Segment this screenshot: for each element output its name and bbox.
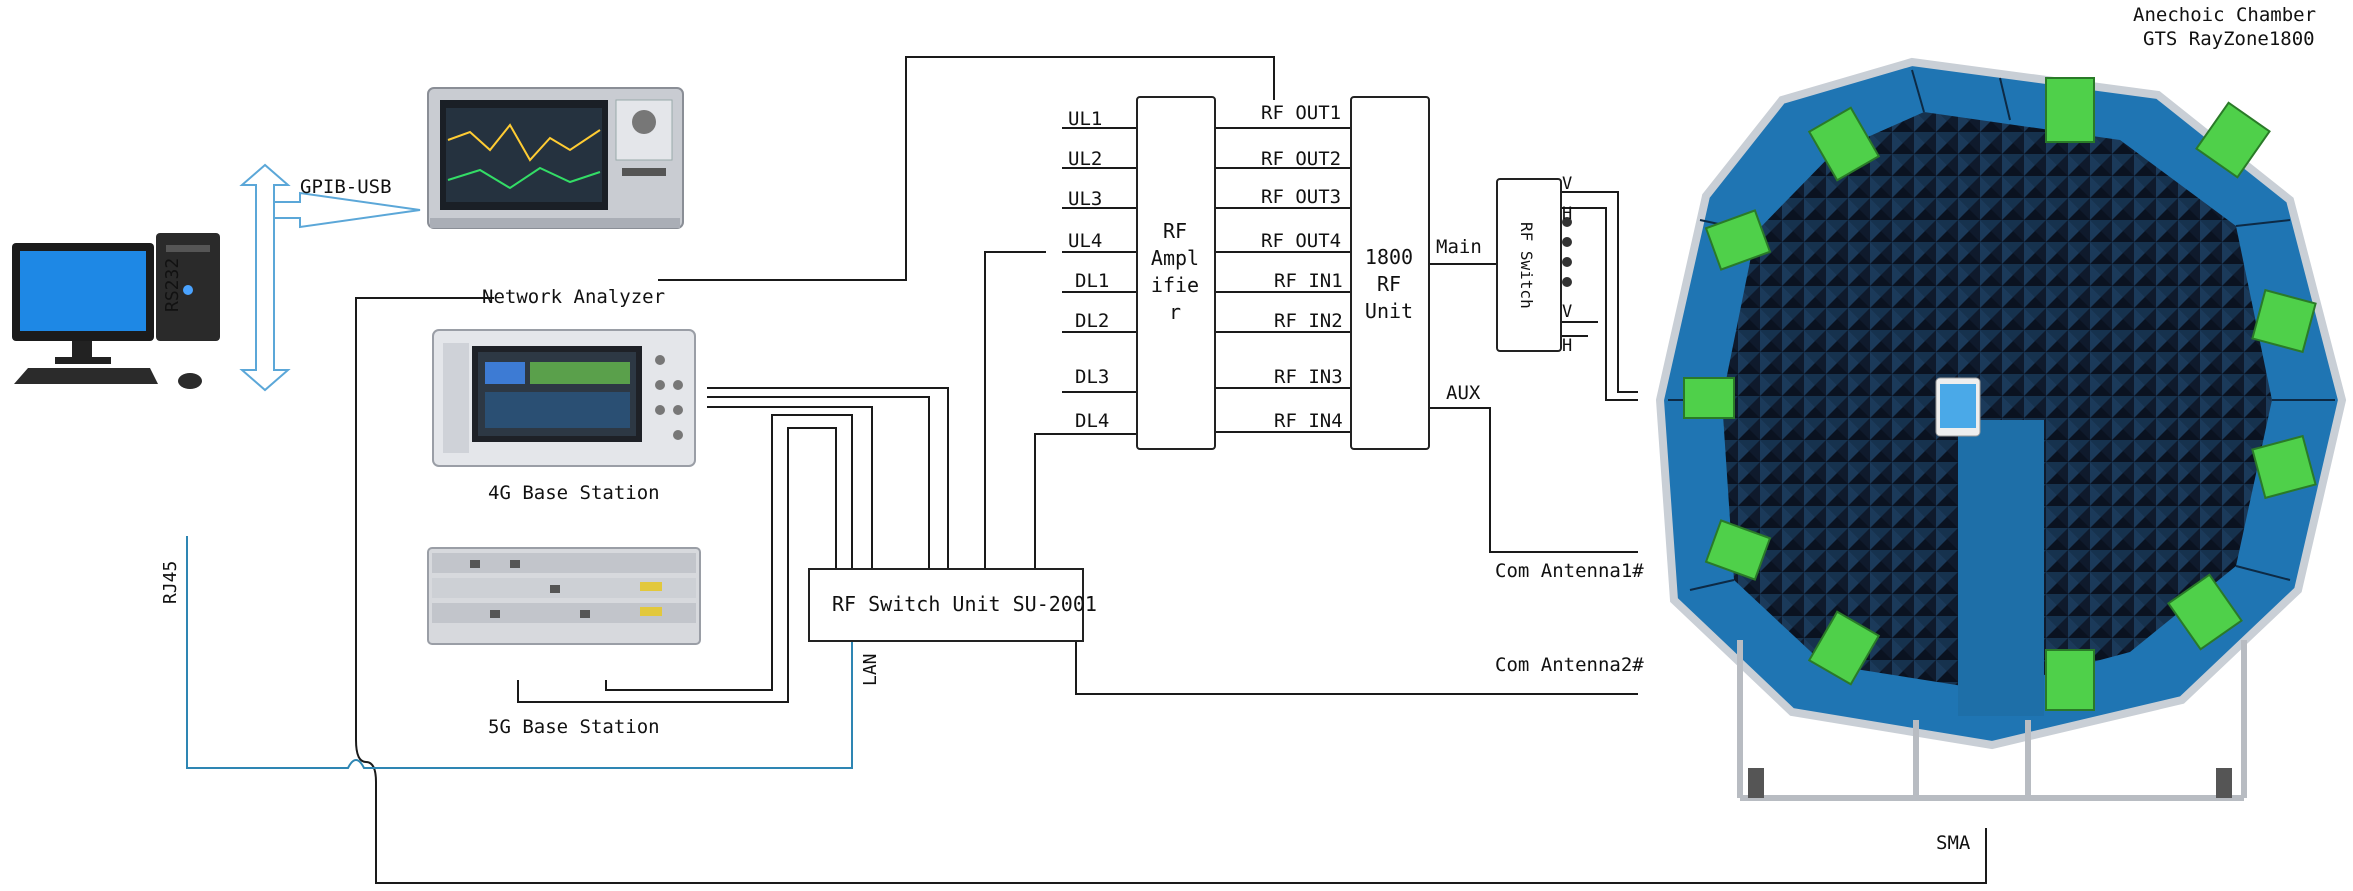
rf-amplifier-title: RF Ampl ifie r — [1138, 218, 1212, 326]
amp-input-dl4: DL4 — [1075, 410, 1110, 432]
rf-port-in1: RF IN1 — [1274, 270, 1343, 292]
chamber-title-line2: GTS RayZone1800 — [2143, 28, 2315, 50]
rf-unit-line-3: Unit — [1364, 299, 1414, 323]
rf-unit-line-2: RF — [1376, 272, 1402, 296]
amp-input-ul1: UL1 — [1068, 108, 1103, 130]
amp-input-dl1: DL1 — [1075, 270, 1110, 292]
rf-port-in4: RF IN4 — [1274, 410, 1343, 432]
rf-switch-unit-box — [808, 568, 1084, 642]
chamber-title-line1: Anechoic Chamber — [2133, 4, 2317, 26]
anechoic-chamber — [1655, 57, 2347, 801]
rf-unit-line-1: 1800 — [1364, 245, 1414, 269]
network-analyzer-label: Network Analyzer — [482, 286, 666, 308]
rs232-link — [239, 163, 291, 392]
base-station-4g-device — [432, 329, 696, 467]
rf-unit-title: 1800 RF Unit — [1352, 244, 1426, 325]
rf-port-out3: RF OUT3 — [1261, 186, 1342, 208]
rf-switch-dots — [1562, 217, 1572, 287]
com-antenna1-label: Com Antenna1# — [1495, 560, 1644, 582]
rf-switch-port-h2: H — [1562, 336, 1573, 356]
rf-switch-unit-label: RF Switch Unit SU-2001 — [832, 592, 1097, 616]
gpib-usb-label: GPIB-USB — [300, 176, 392, 198]
rf-port-in2: RF IN2 — [1274, 310, 1343, 332]
rf-unit-aux-label: AUX — [1446, 382, 1481, 404]
rf-amplifier-box — [1136, 96, 1216, 450]
rf-switch-port-v2: V — [1562, 302, 1573, 322]
computer-icon — [12, 233, 220, 389]
rf-unit-box — [1350, 96, 1430, 450]
amp-input-dl2: DL2 — [1075, 310, 1110, 332]
rf-port-out2: RF OUT2 — [1261, 148, 1342, 170]
base-station-4g-label: 4G Base Station — [488, 482, 660, 504]
amp-input-ul2: UL2 — [1068, 148, 1103, 170]
amp-input-dl3: DL3 — [1075, 366, 1110, 388]
rf-port-out1: RF OUT1 — [1261, 102, 1342, 124]
rs232-label: RS232 — [162, 257, 183, 312]
rf-unit-main-label: Main — [1436, 236, 1482, 258]
network-analyzer-device — [427, 87, 684, 229]
rf-cables — [355, 56, 1987, 884]
base-station-5g-label: 5G Base Station — [488, 716, 660, 738]
rj45-label: RJ45 — [160, 560, 181, 604]
amp-line-2: Ampl — [1150, 246, 1200, 270]
rf-switch-label: RF Switch — [1517, 222, 1536, 309]
amp-line-1: RF — [1162, 219, 1188, 243]
sma-label: SMA — [1936, 832, 1971, 854]
com-antenna2-label: Com Antenna2# — [1495, 654, 1644, 676]
base-station-5g-device — [427, 547, 701, 645]
amp-input-ul4: UL4 — [1068, 230, 1103, 252]
rf-switch-port-h1: H — [1562, 204, 1573, 224]
rf-switch-box — [1496, 178, 1562, 352]
amp-line-4: r — [1168, 300, 1182, 324]
rf-port-in3: RF IN3 — [1274, 366, 1343, 388]
rf-switch-port-v1: V — [1562, 174, 1573, 194]
lan-label: LAN — [860, 653, 881, 686]
lan-cable — [186, 536, 853, 769]
amp-input-ul3: UL3 — [1068, 188, 1103, 210]
rf-port-out4: RF OUT4 — [1261, 230, 1342, 252]
amp-line-3: ifie — [1150, 273, 1200, 297]
gpib-usb-link — [273, 191, 421, 229]
